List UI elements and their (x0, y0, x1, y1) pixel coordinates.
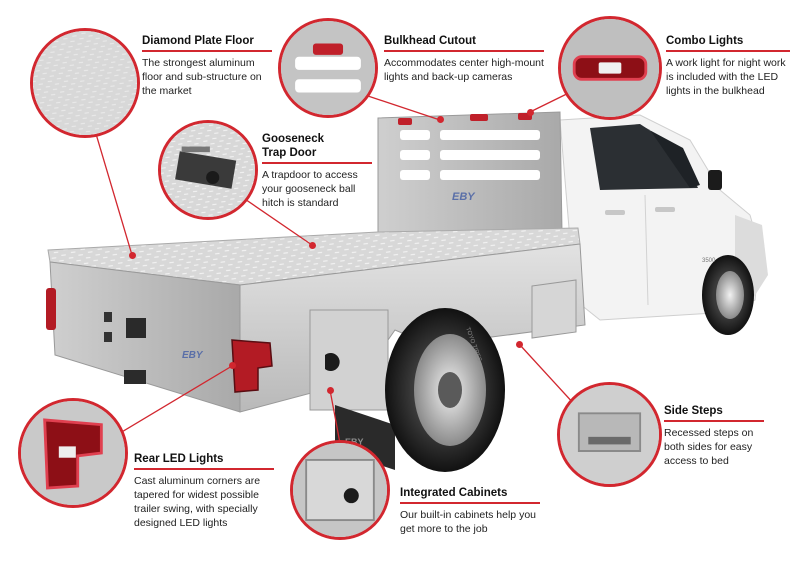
callout-title: Combo Lights (666, 35, 744, 47)
zoom-combo-lights (558, 16, 662, 120)
callout-cabinets: Integrated Cabinets Our built-in cabinet… (400, 486, 540, 536)
callout-title: Integrated Cabinets (400, 487, 508, 499)
zoom-diamond-plate (30, 28, 140, 138)
callout-body: Our built-in cabinets help you get more … (400, 508, 536, 535)
anchor-dot-diamond-plate (129, 252, 136, 259)
callout-rule (400, 502, 540, 504)
callout-side-steps: Side Steps Recessed steps on both sides … (664, 404, 764, 468)
callout-bulkhead: Bulkhead Cutout Accommodates center high… (384, 34, 544, 84)
callout-diamond-plate: Diamond Plate Floor The strongest alumin… (142, 34, 272, 98)
callout-title: Gooseneck Trap Door (262, 133, 324, 159)
badge-text: 3500 (702, 258, 716, 264)
bed-logo: EBY (452, 191, 476, 203)
anchor-dot-cabinets (327, 387, 334, 394)
callout-title: Rear LED Lights (134, 453, 224, 465)
callout-body: Cast aluminum corners are tapered for wi… (134, 474, 261, 529)
callout-body: A work light for night work is included … (666, 56, 786, 97)
anchor-dot-combo-lights (527, 109, 534, 116)
anchor-dot-rear-led (229, 362, 236, 369)
zoom-rear-led (18, 398, 128, 508)
anchor-dot-gooseneck (309, 242, 316, 249)
callout-rear-led: Rear LED Lights Cast aluminum corners ar… (134, 452, 274, 530)
anchor-dot-bulkhead (437, 116, 444, 123)
callout-combo-lights: Combo Lights A work light for night work… (666, 34, 790, 98)
rear-logo: EBY (182, 350, 204, 361)
callout-rule (664, 420, 764, 422)
zoom-gooseneck (158, 120, 258, 220)
callout-body: The strongest aluminum floor and sub-str… (142, 56, 262, 97)
callout-title: Side Steps (664, 405, 723, 417)
callout-rule (142, 50, 272, 52)
callout-rule (384, 50, 544, 52)
callout-rule (666, 50, 790, 52)
callout-title: Diamond Plate Floor (142, 35, 254, 47)
callout-rule (262, 162, 372, 164)
callout-body: Accommodates center high-mount lights an… (384, 56, 544, 83)
zoom-bulkhead (278, 18, 378, 118)
zoom-side-steps (557, 382, 662, 487)
callout-gooseneck: Gooseneck Trap Door A trapdoor to access… (262, 132, 372, 210)
zoom-cabinets (290, 440, 390, 540)
anchor-dot-side-steps (516, 341, 523, 348)
callout-body: A trapdoor to access your gooseneck ball… (262, 168, 358, 209)
callout-rule (134, 468, 274, 470)
callout-title: Bulkhead Cutout (384, 35, 476, 47)
callout-body: Recessed steps on both sides for easy ac… (664, 426, 754, 467)
